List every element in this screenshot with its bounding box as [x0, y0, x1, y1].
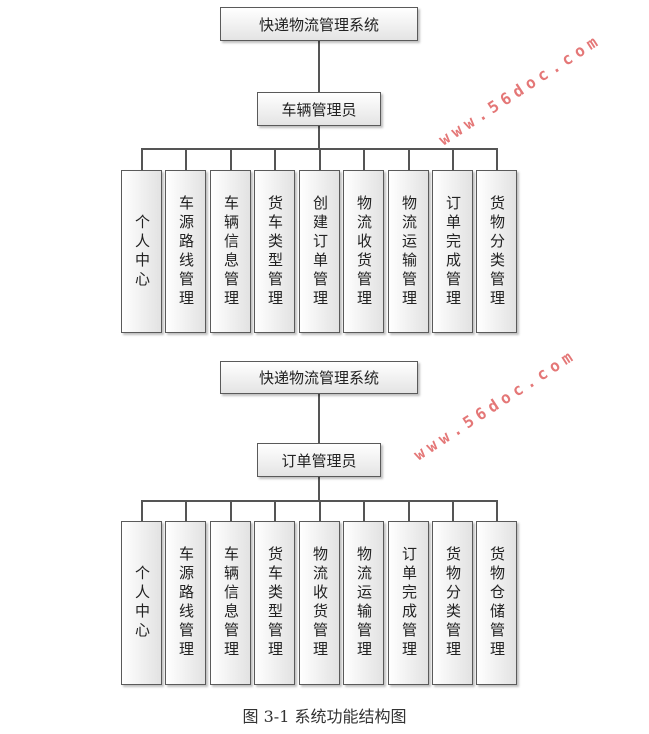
module-label: 货车类型管理: [266, 546, 284, 660]
connector-line: [363, 148, 365, 170]
root-node: 快递物流管理系统: [220, 361, 418, 394]
module-node: 物流收货管理: [343, 170, 384, 333]
connector-line: [185, 500, 187, 521]
figure-caption: 图 3-1 系统功能结构图: [242, 707, 407, 726]
connector-line: [496, 148, 498, 170]
connector-line: [141, 148, 143, 170]
module-node: 货车类型管理: [254, 521, 295, 685]
module-node: 车辆信息管理: [210, 521, 251, 685]
module-label: 车源路线管理: [177, 194, 195, 309]
module-label: 物流运输管理: [355, 546, 373, 660]
module-node: 订单完成管理: [432, 170, 473, 333]
module-label: 物流收货管理: [311, 546, 329, 660]
module-node: 物流运输管理: [388, 170, 429, 333]
module-node: 物流收货管理: [299, 521, 340, 685]
connector-line: [230, 500, 232, 521]
module-label: 货物分类管理: [488, 194, 506, 309]
module-node: 货物分类管理: [476, 170, 517, 333]
connector-line: [274, 148, 276, 170]
module-label: 创建订单管理: [311, 194, 329, 309]
module-node: 货物分类管理: [432, 521, 473, 685]
connector-line: [452, 500, 454, 521]
connector-line: [318, 41, 320, 92]
module-node: 物流运输管理: [343, 521, 384, 685]
module-label: 货车类型管理: [266, 194, 284, 309]
module-node: 创建订单管理: [299, 170, 340, 333]
connector-line: [408, 148, 410, 170]
connector-line: [185, 148, 187, 170]
module-node: 车辆信息管理: [210, 170, 251, 333]
role-node: 车辆管理员: [257, 92, 381, 126]
module-label: 货物分类管理: [444, 546, 462, 660]
module-node: 车源路线管理: [165, 521, 206, 685]
connector-line: [319, 500, 321, 521]
module-label: 订单完成管理: [400, 546, 418, 660]
module-label: 车辆信息管理: [222, 546, 240, 660]
module-node: 个人中心: [121, 521, 162, 685]
root-node: 快递物流管理系统: [220, 7, 418, 41]
connector-line: [452, 148, 454, 170]
module-node: 个人中心: [121, 170, 162, 333]
module-node: 车源路线管理: [165, 170, 206, 333]
connector-line: [408, 500, 410, 521]
module-label: 个人中心: [133, 565, 151, 641]
connector-line: [274, 500, 276, 521]
watermark: www.56doc.com: [410, 344, 581, 465]
module-label: 货物仓储管理: [488, 546, 506, 660]
connector-line: [318, 477, 320, 500]
module-label: 订单完成管理: [444, 194, 462, 309]
module-label: 车辆信息管理: [222, 194, 240, 309]
connector-line: [141, 500, 143, 521]
module-label: 车源路线管理: [177, 546, 195, 660]
module-label: 物流收货管理: [355, 194, 373, 309]
module-label: 物流运输管理: [400, 194, 418, 309]
role-node: 订单管理员: [257, 443, 381, 477]
connector-line: [496, 500, 498, 521]
module-node: 订单完成管理: [388, 521, 429, 685]
module-label: 个人中心: [133, 213, 151, 290]
module-node: 货车类型管理: [254, 170, 295, 333]
module-node: 货物仓储管理: [476, 521, 517, 685]
connector-line: [318, 126, 320, 148]
connector-line: [230, 148, 232, 170]
connector-line: [363, 500, 365, 521]
watermark: www.56doc.com: [435, 29, 606, 150]
connector-line: [318, 394, 320, 443]
connector-line: [319, 148, 321, 170]
